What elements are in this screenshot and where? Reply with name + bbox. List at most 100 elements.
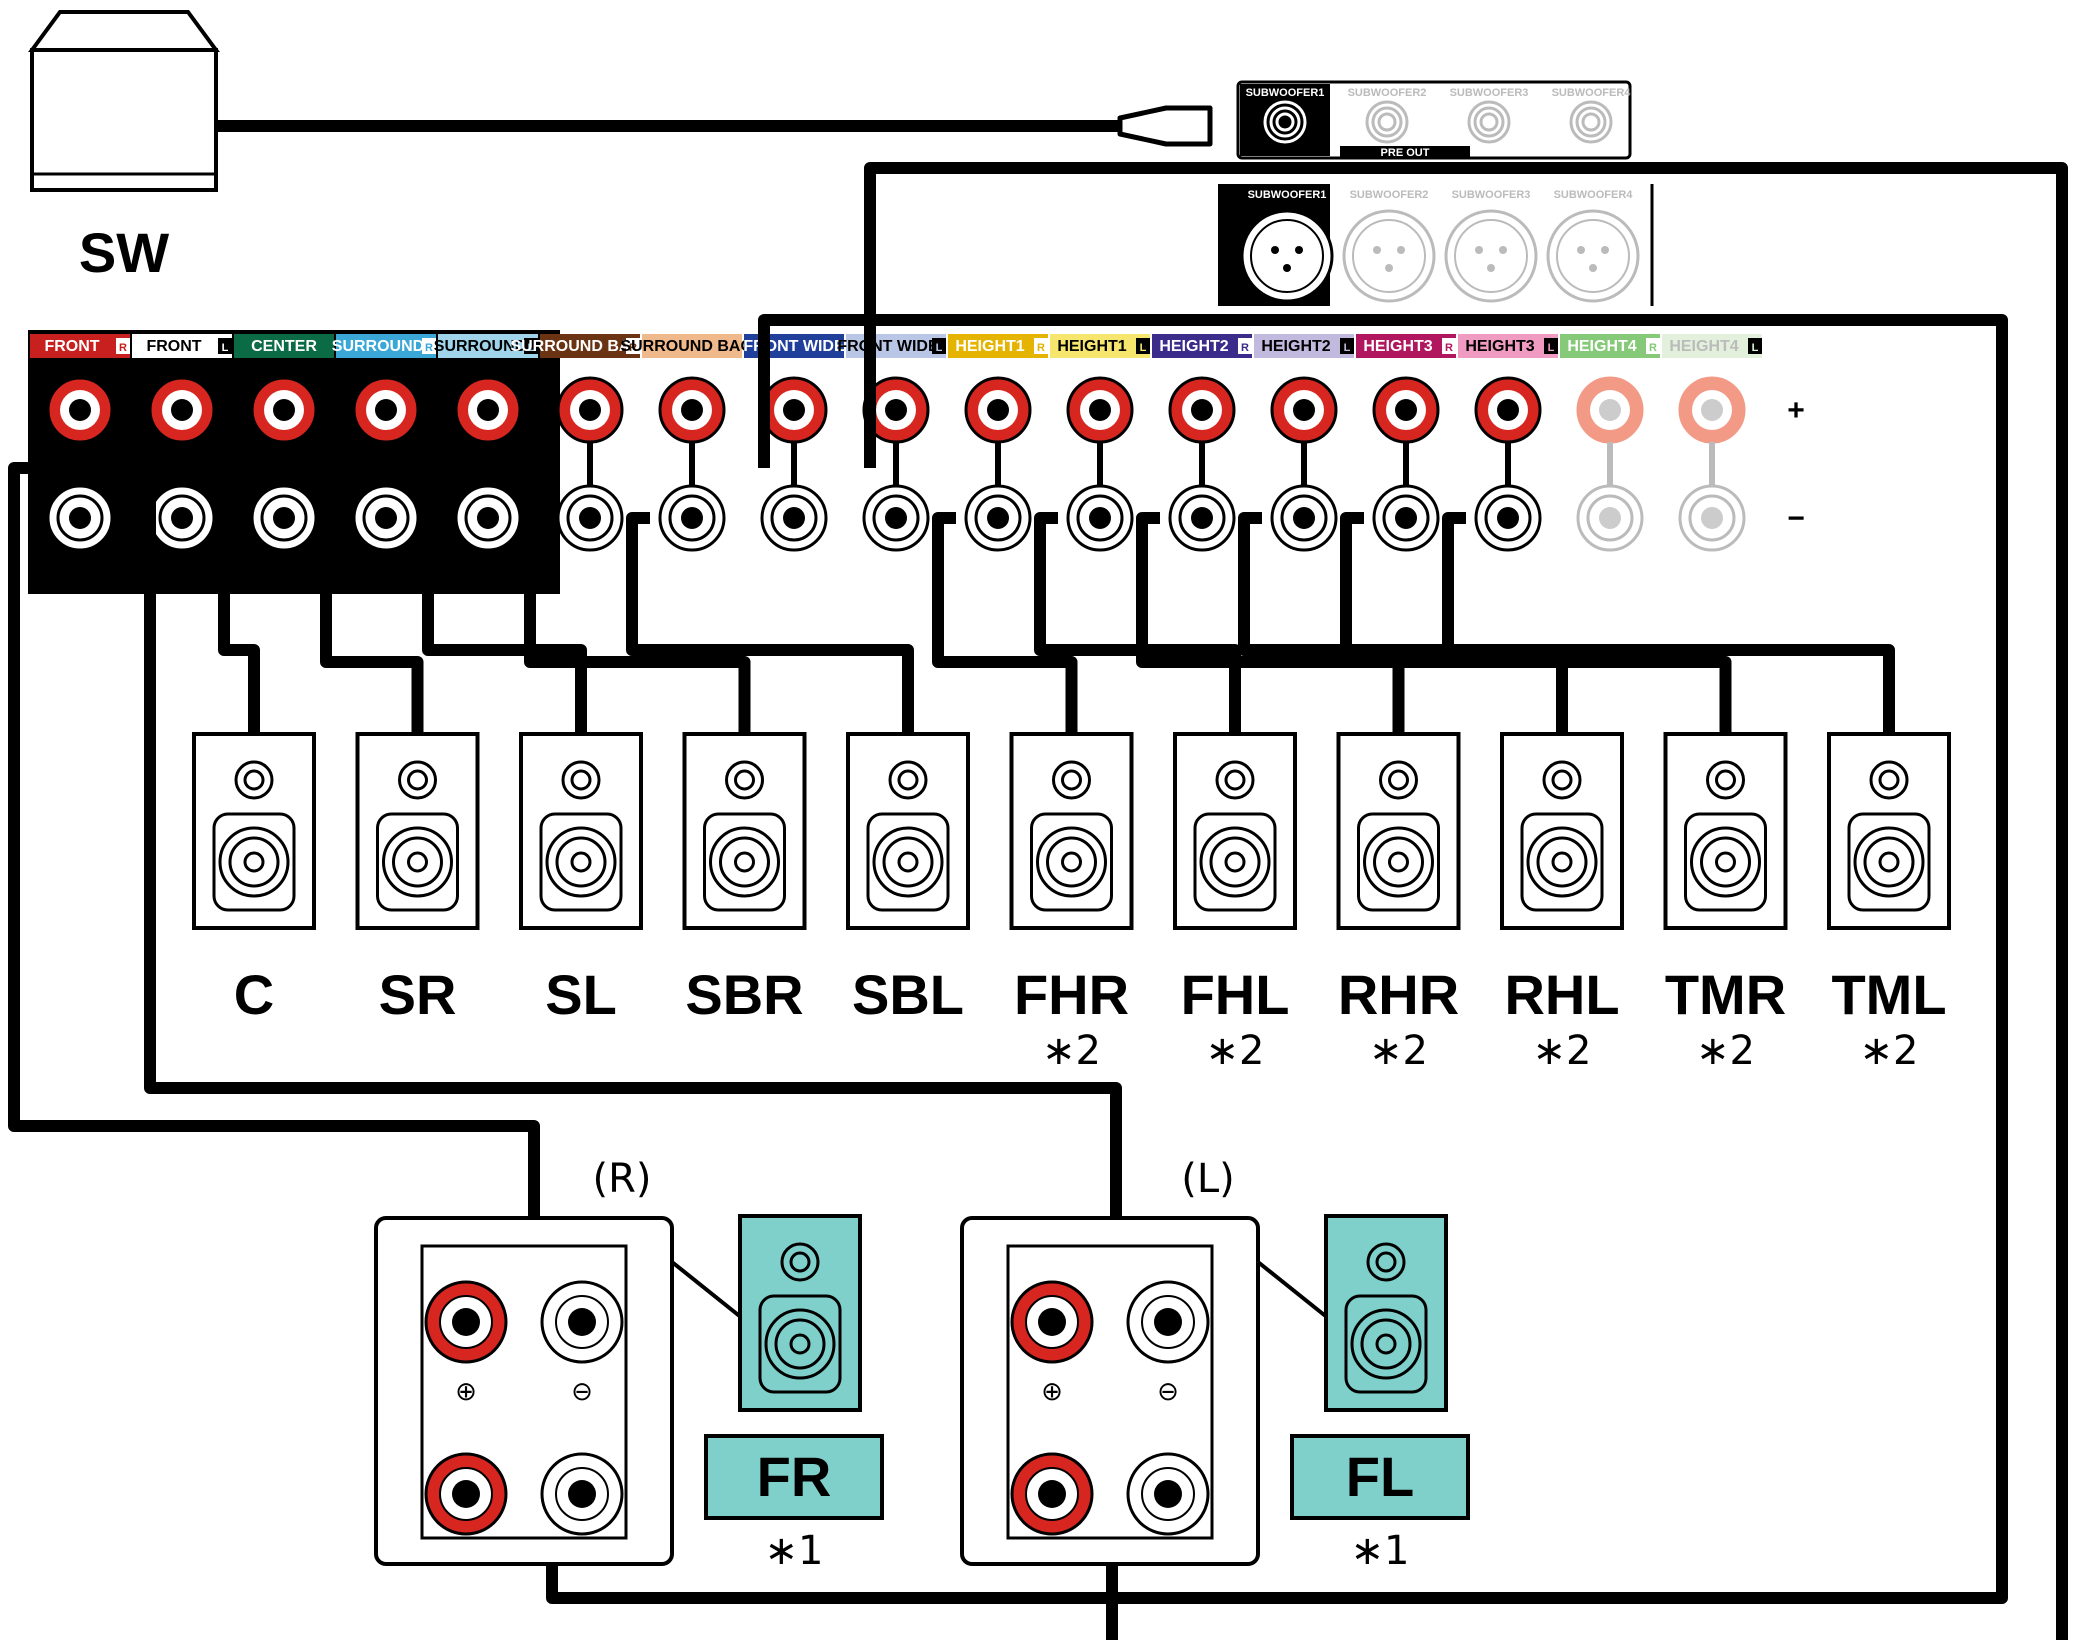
speaker-icon — [519, 732, 643, 930]
terminal-negative-icon[interactable] — [1126, 1280, 1210, 1364]
speaker-name: RHR — [1338, 963, 1459, 1026]
terminal-positive-icon[interactable] — [250, 376, 318, 444]
terminal-label: HEIGHT2 — [1159, 338, 1228, 355]
front-speaker-name: FR — [757, 1445, 832, 1508]
speaker-icon — [1173, 732, 1297, 930]
plus-icon: ⊕ — [455, 1377, 477, 1407]
xlr-jack-label: SUBWOOFER3 — [1452, 189, 1531, 201]
terminal-negative-icon[interactable] — [760, 484, 828, 552]
terminal-positive-icon[interactable] — [1576, 376, 1644, 444]
terminal-positive-icon[interactable] — [148, 376, 216, 444]
preout-label: PRE OUT — [1381, 147, 1430, 159]
speaker-icon — [1500, 732, 1624, 930]
terminal-positive-icon[interactable] — [46, 376, 114, 444]
terminal-negative-icon[interactable] — [352, 484, 420, 552]
speaker-name: FHL — [1181, 963, 1290, 1026]
speaker-name: SR — [379, 963, 457, 1026]
terminal-label: SURROUND BACK — [510, 338, 654, 355]
preout-jack-label: SUBWOOFER2 — [1348, 87, 1427, 99]
speaker-note: ∗2 — [1369, 1028, 1428, 1074]
terminal-negative-icon[interactable] — [46, 484, 114, 552]
terminal-label: HEIGHT4 — [1669, 338, 1738, 355]
plus-symbol: + — [1787, 394, 1805, 427]
rca-jack-icon — [1263, 100, 1307, 144]
terminal-negative-icon[interactable] — [556, 484, 624, 552]
terminal-negative-icon[interactable] — [148, 484, 216, 552]
speaker-note: ∗2 — [1696, 1028, 1755, 1074]
terminal-positive-icon[interactable] — [658, 376, 726, 444]
terminal-tab: HEIGHT2 L — [1254, 334, 1354, 358]
speaker-icon — [1827, 732, 1951, 930]
terminal-negative-icon[interactable] — [658, 484, 726, 552]
terminal-positive-icon[interactable] — [1270, 376, 1338, 444]
terminal-negative-icon[interactable] — [1126, 1452, 1210, 1536]
terminal-positive-icon[interactable] — [1010, 1280, 1094, 1364]
terminal-negative-icon[interactable] — [1372, 484, 1440, 552]
terminal-negative-icon[interactable] — [1270, 484, 1338, 552]
terminal-label: FRONT — [146, 338, 201, 355]
terminal-positive-icon[interactable] — [454, 376, 522, 444]
terminal-label: HEIGHT3 — [1465, 338, 1534, 355]
terminal-negative-icon[interactable] — [250, 484, 318, 552]
terminal-positive-icon[interactable] — [352, 376, 420, 444]
terminal-negative-icon[interactable] — [540, 1280, 624, 1364]
speakers-panel-label: SPEAKERS — [885, 581, 946, 593]
terminal-negative-icon[interactable] — [1678, 484, 1746, 552]
terminal-positive-icon[interactable] — [1010, 1452, 1094, 1536]
rca-jack-icon — [1569, 100, 1613, 144]
front-speaker-name-box — [1290, 1434, 1470, 1520]
xlr-jack-label: SUBWOOFER4 — [1554, 189, 1634, 201]
terminal-tab: SURROUND BACK — [620, 334, 764, 358]
terminal-negative-icon[interactable] — [862, 484, 930, 552]
terminal-negative-icon[interactable] — [1576, 484, 1644, 552]
terminal-negative-icon[interactable] — [964, 484, 1032, 552]
channel-label: (R) — [592, 1156, 651, 1202]
terminal-negative-icon[interactable] — [454, 484, 522, 552]
preout-jack-label: SUBWOOFER3 — [1450, 87, 1529, 99]
terminal-label: SURROUND — [434, 338, 526, 355]
terminal-label: HEIGHT3 — [1363, 338, 1432, 355]
terminal-positive-icon[interactable] — [1372, 376, 1440, 444]
terminal-label: HEIGHT2 — [1261, 338, 1330, 355]
minus-symbol: − — [1787, 502, 1805, 535]
xlr-jack-icon — [1342, 209, 1436, 303]
terminal-label: HEIGHT4 — [1567, 338, 1636, 355]
terminal-positive-icon[interactable] — [1474, 376, 1542, 444]
terminal-positive-icon[interactable] — [424, 1452, 508, 1536]
terminal-positive-icon[interactable] — [556, 376, 624, 444]
front-speaker-icon — [738, 1214, 862, 1412]
svg-text:L: L — [1140, 342, 1147, 354]
speaker-name: RHL — [1504, 963, 1619, 1026]
speaker-name: C — [234, 963, 274, 1026]
terminal-positive-icon[interactable] — [1168, 376, 1236, 444]
terminal-positive-icon[interactable] — [1066, 376, 1134, 444]
speaker-icon — [355, 732, 480, 930]
svg-text:R: R — [1649, 342, 1657, 354]
xlr-jack-icon — [1240, 209, 1334, 303]
terminal-negative-icon[interactable] — [1168, 484, 1236, 552]
speaker-name: SL — [545, 963, 617, 1026]
channel-label: (L) — [1181, 1156, 1235, 1202]
rca-jack-icon — [1467, 100, 1511, 144]
terminal-positive-icon[interactable] — [760, 376, 828, 444]
terminal-negative-icon[interactable] — [540, 1452, 624, 1536]
front-speaker-note: ∗1 — [1351, 1528, 1410, 1574]
terminal-negative-icon[interactable] — [1066, 484, 1134, 552]
terminal-negative-icon[interactable] — [1474, 484, 1542, 552]
terminal-positive-icon[interactable] — [964, 376, 1032, 444]
terminal-positive-icon[interactable] — [862, 376, 930, 444]
terminal-positive-icon[interactable] — [1678, 376, 1746, 444]
svg-text:L: L — [1344, 342, 1351, 354]
terminal-positive-icon[interactable] — [424, 1280, 508, 1364]
terminal-label: SURROUND — [332, 338, 424, 355]
